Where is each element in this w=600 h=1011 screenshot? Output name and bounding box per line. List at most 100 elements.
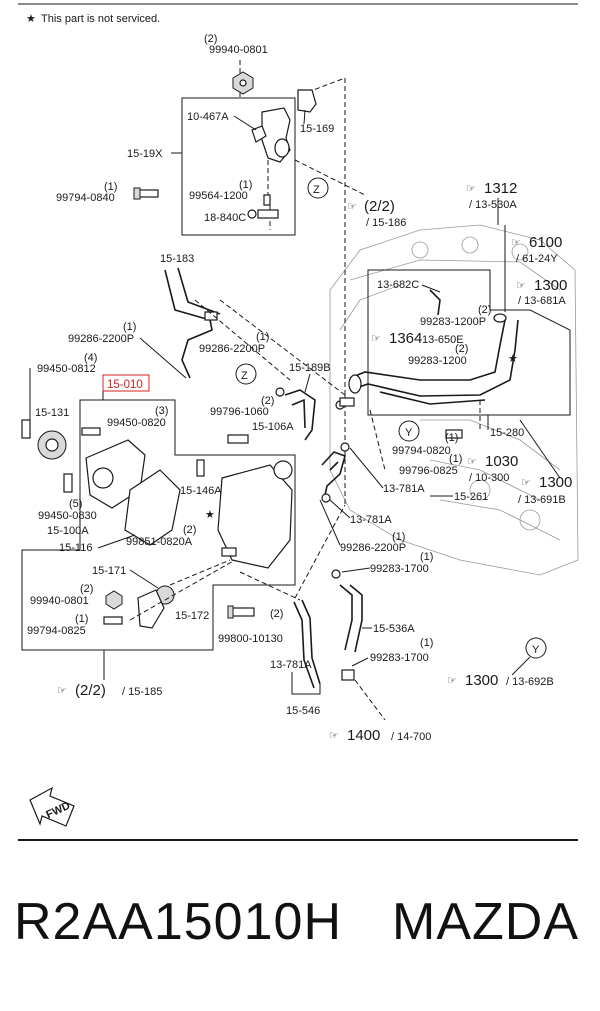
part-label-15-131: 15-131 (35, 407, 69, 419)
part-label-15-546: 15-546 (286, 705, 320, 717)
qty-label: (1) (420, 637, 433, 649)
qty-label: (1) (104, 181, 117, 193)
bolt-99450-0820 (81, 427, 101, 436)
bolt-99794-0840 (137, 189, 159, 198)
pointing-hand-icon: ☞ (329, 730, 339, 742)
marker-y-bottom (525, 637, 547, 659)
qty-label: (2) (204, 33, 217, 45)
part-label-99283-1700: 99283-1700 (370, 563, 429, 575)
cross-references: ☞ 1312 / 13-530A ☞ 6100 / 61-24Y ☞ 1300 … (57, 180, 572, 744)
hose-15-189B (284, 389, 316, 441)
pointing-hand-icon: ☞ (516, 280, 526, 292)
star-icon: ★ (26, 13, 36, 25)
ref-13-530A: / 13-530A (469, 199, 517, 211)
ref-1300-c: 1300 (465, 672, 498, 689)
qty-label: (1) (392, 531, 405, 543)
pointing-hand-icon: ☞ (57, 685, 67, 697)
qty-label: (4) (84, 352, 97, 364)
ref-2-2-top: (2/2) (364, 198, 395, 215)
part-label-99286-2200P: 99286-2200P (68, 333, 134, 345)
part-label-15-19X: 15-19X (127, 148, 163, 160)
ref-10-300: / 10-300 (469, 472, 509, 484)
brand-name: MAZDA (392, 893, 579, 951)
part-label-99450-0812: 99450-0812 (37, 363, 96, 375)
star-icon: ★ (205, 509, 215, 521)
caption: R2AA15010H MAZDA (0, 892, 600, 972)
ref-61-24Y: / 61-24Y (516, 253, 558, 265)
marker-z-label: Z (241, 370, 248, 382)
bolt-99796-1060 (227, 434, 249, 444)
group-box-pipe (367, 269, 571, 416)
marker-z-label: Z (313, 184, 320, 196)
bolt-99800-10130 (231, 607, 255, 617)
part-label-99564-1200: 99564-1200 (189, 190, 248, 202)
hose-15-183-group: 15-183 (1) 99286-2200P (1) 99286-2200P (68, 253, 346, 396)
marker-y-label: Y (405, 427, 413, 439)
part-label-15-280: 15-280 (490, 427, 524, 439)
part-label-99450-0830: 99450-0830 (38, 510, 97, 522)
ref-1300-b: 1300 (539, 474, 572, 491)
part-label-99283-1700: 99283-1700 (370, 652, 429, 664)
pointing-hand-icon: ☞ (447, 675, 457, 687)
part-label-15-261: 15-261 (454, 491, 488, 503)
qty-label: (1) (256, 331, 269, 343)
pipe-15-280-upper (349, 319, 506, 381)
pointing-hand-icon: ☞ (467, 456, 477, 468)
part-label-15-169: 15-169 (300, 123, 334, 135)
qty-label: (5) (69, 498, 82, 510)
part-label-15-106A: 15-106A (252, 421, 294, 433)
ref-2-2-bottom: (2/2) (75, 682, 106, 699)
part-label-10-467A: 10-467A (187, 111, 229, 123)
not-serviced-note: This part is not serviced. (41, 13, 160, 25)
bolt-99450-0812 (21, 419, 31, 439)
part-label-99794-0825: 99794-0825 (27, 625, 86, 637)
ref-1400: 1400 (347, 727, 380, 744)
part-label-13-781A: 13-781A (350, 514, 392, 526)
part-label-15-536A: 15-536A (373, 623, 415, 635)
part-label-13-781A: 13-781A (270, 659, 312, 671)
qty-label: (1) (449, 453, 462, 465)
part-number: R2AA15010H (14, 893, 342, 951)
pipe-15-536A (339, 584, 353, 651)
highlight-15-010 (102, 374, 150, 392)
part-label-15-100A: 15-100A (47, 525, 89, 537)
forward-arrow-icon: FWD (29, 786, 75, 827)
qty-label: (2) (270, 608, 283, 620)
part-label-15-116: 15-116 (59, 542, 92, 554)
ref-15-186: / 15-186 (366, 217, 406, 229)
pointing-hand-icon: ☞ (511, 237, 521, 249)
part-label-99851-0820A: 99851-0820A (126, 536, 193, 548)
marker-z-mid (235, 363, 257, 385)
group-box-outlet (181, 97, 296, 236)
ref-15-185: / 15-185 (122, 686, 162, 698)
part-label-99283-1200P: 99283-1200P (420, 316, 486, 328)
hose-13-682C (429, 289, 441, 316)
bolt-99794-0820 (445, 429, 463, 439)
parts-diagram: ★ This part is not serviced. (18, 3, 579, 841)
ref-14-700: / 14-700 (391, 731, 431, 743)
ref-13-681A: / 13-681A (518, 295, 566, 307)
pointing-hand-icon: ☞ (466, 183, 476, 195)
part-label-15-010: 15-010 (107, 379, 143, 391)
gasket-15-116 (124, 469, 181, 546)
part-label-99286-2200P: 99286-2200P (199, 343, 265, 355)
gasket (297, 89, 317, 113)
qty-label: (2) (455, 343, 468, 355)
qty-label: (2) (80, 583, 93, 595)
hose-15-261 (321, 451, 346, 496)
part-label-18-840C: 18-840C (204, 212, 246, 224)
part-label-15-146A: 15-146A (180, 485, 222, 497)
center-hose-group: Z 15-189B (2) 99796-1060 15-106A 13-781A… (210, 362, 488, 721)
part-label-13-650E: 13-650E (422, 334, 464, 346)
marker-z-top (307, 177, 329, 199)
outlet-housing-group: (2) 99940-0801 10-467A 15-169 15-19X (1)… (56, 33, 406, 395)
group-box-pump (21, 399, 296, 651)
sensor-18-840C (257, 209, 279, 219)
qty-label: (1) (420, 551, 433, 563)
qty-label: (1) (75, 613, 88, 625)
qty-label: (2) (261, 395, 274, 407)
pointing-hand-icon: ☞ (371, 333, 381, 345)
ref-13-692B: / 13-692B (506, 676, 554, 688)
part-label-99940-0801: 99940-0801 (209, 44, 268, 56)
qty-label: (2) (478, 304, 491, 316)
